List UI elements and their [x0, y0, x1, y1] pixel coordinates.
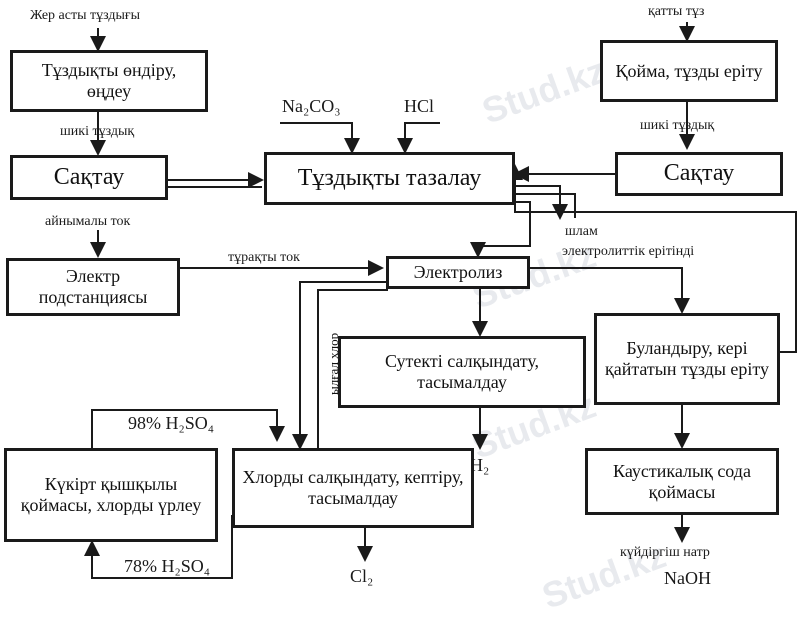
raw-brine-left-label: шикі тұздық	[60, 124, 135, 139]
hydrogen-cooling-box: Сутекті салқындату, тасымалдау	[338, 336, 586, 408]
h2so4-78-label: 78% H₂SO₄	[124, 556, 211, 576]
naoh-note-label: күйдіргіш натр	[620, 545, 710, 560]
caustic-storage-box: Каустикалық сода қоймасы	[585, 448, 779, 515]
brine-extraction-box: Тұздықты өндіру, өңдеу	[10, 50, 208, 112]
h2-label: H₂	[470, 455, 490, 475]
salt-source-right-label: қатты тұз	[648, 4, 705, 19]
hcl-label: HCl	[404, 96, 435, 116]
chlorine-processing-box: Хлорды салқындату, кептіру, тасымалдау	[232, 448, 474, 528]
h2so4-98-label: 98% H₂SO₄	[128, 413, 215, 433]
brine-purification-box: Тұздықты тазалау	[264, 152, 515, 205]
salt-storage-box: Қойма, тұзды еріту	[600, 40, 778, 102]
evaporation-box: Буландыру, кері қайтатын тұзды еріту	[594, 313, 780, 405]
alternating-current-label: айнымалы ток	[45, 214, 131, 229]
electrolysis-box: Электролиз	[386, 256, 530, 289]
sulfuric-storage-box: Күкірт қышқылы қоймасы, хлорды үрлеу	[4, 448, 218, 542]
salt-source-left-label: Жер асты тұздығы	[30, 8, 141, 23]
direct-current-label: тұрақты ток	[228, 250, 300, 265]
storage-left-box: Сақтау	[10, 155, 168, 200]
flow-connectors	[84, 22, 797, 579]
cl2-label: Cl₂	[350, 566, 374, 586]
storage-right-box: Сақтау	[615, 152, 783, 196]
sludge-label: шлам	[565, 224, 598, 239]
substation-box: Электр подстанциясы	[6, 258, 180, 316]
electrolytic-liquor-label: электролиттік ерітінді	[562, 244, 695, 259]
na2co3-label: Na₂CO₃	[282, 96, 341, 116]
naoh-label: NaOH	[664, 568, 711, 588]
raw-brine-right-label: шикі тұздық	[640, 118, 715, 133]
